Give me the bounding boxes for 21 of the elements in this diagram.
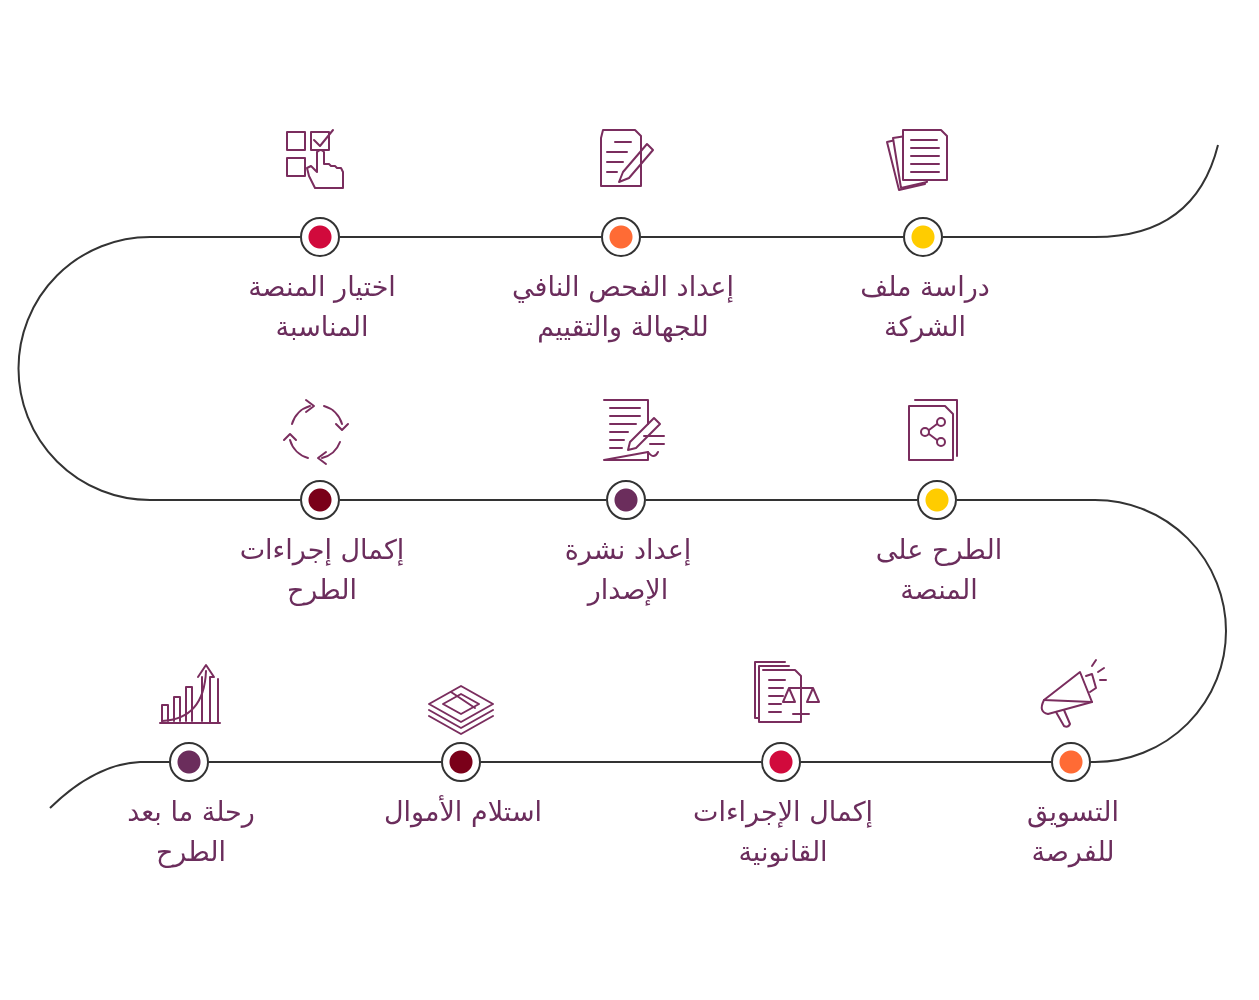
- step-label: الطرح على المنصة: [874, 533, 1004, 607]
- step-label: دراسة ملف الشركة: [859, 270, 991, 345]
- timeline-line: [208, 761, 442, 763]
- timeline-line: [942, 144, 1219, 238]
- step-label: رحلة ما بعد الطرح: [126, 795, 256, 870]
- timeline-line: [339, 236, 602, 238]
- timeline-line: [17, 236, 301, 501]
- step-label: إكمال الإجراءات القانونية: [692, 795, 874, 870]
- timeline-line: [956, 499, 1227, 763]
- timeline-line: [645, 499, 918, 501]
- step-label: إعداد نشرة الإصدار: [563, 533, 693, 608]
- timeline-line: [480, 761, 762, 763]
- timeline-line: [49, 761, 170, 809]
- timeline-line: [339, 499, 607, 501]
- step-label: اختيار المنصة المناسبة: [247, 270, 397, 344]
- step-label: استلام الأموال: [382, 794, 544, 830]
- step-label: إكمال إجراءات الطرح: [238, 533, 406, 608]
- step-label: التسويق للفرصة: [1026, 795, 1120, 870]
- step-label: إعداد الفحص النافي للجهالة والتقييم: [511, 270, 735, 345]
- timeline-line: [640, 236, 904, 238]
- timeline-line: [800, 761, 1052, 763]
